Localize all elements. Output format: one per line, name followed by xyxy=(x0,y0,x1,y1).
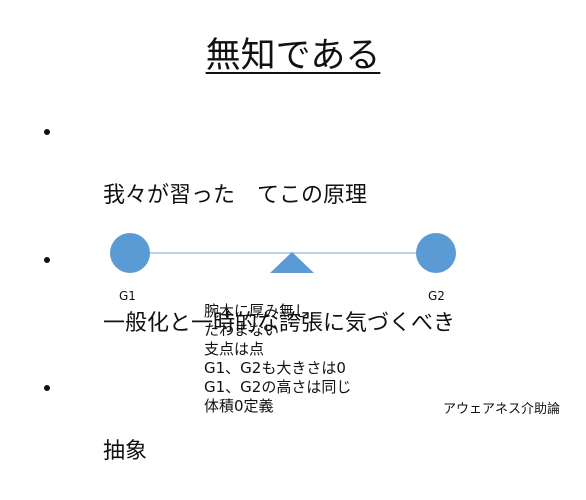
weight-g1 xyxy=(110,233,150,273)
assumption-item: たわまない xyxy=(204,321,280,339)
assumption-item: 支点は点 xyxy=(204,340,265,358)
footer-label: アウェアネス介助論 xyxy=(442,402,560,417)
bullet-item: 一般化と一時的な誇張に気づくべき xyxy=(44,244,455,372)
bullet-text: 抽象 xyxy=(102,439,147,464)
slide: 無知である 我々が習った てこの原理 一般化と一時的な誇張に気づくべき 抽象 G… xyxy=(44,36,560,464)
assumption-item: 腕木に厚み無し xyxy=(204,302,310,320)
assumption-item: G1、G2も大きさは0 xyxy=(204,359,346,377)
bullet-dot-icon xyxy=(44,385,50,391)
weight-g2 xyxy=(416,233,456,273)
weight-label-g2: G2 xyxy=(428,289,445,303)
bullet-dot-icon xyxy=(44,129,50,135)
assumption-list: 腕木に厚み無し たわまない 支点は点 G1、G2も大きさは0 G1、G2の高さは… xyxy=(204,302,351,416)
bullet-text: 一般化と一時的な誇張に気づくべき xyxy=(102,311,455,336)
fulcrum-triangle xyxy=(270,252,314,273)
assumption-item: G1、G2の高さは同じ xyxy=(204,378,352,396)
lever-diagram xyxy=(110,233,456,273)
bullet-dot-icon xyxy=(44,257,50,263)
slide-title: 無知である xyxy=(205,36,381,76)
bullet-item: 我々が習った てこの原理 xyxy=(44,116,455,244)
bullet-text: 我々が習った てこの原理 xyxy=(102,183,367,208)
assumption-item: 体積0定義 xyxy=(204,397,274,415)
weight-label-g1: G1 xyxy=(119,289,136,303)
